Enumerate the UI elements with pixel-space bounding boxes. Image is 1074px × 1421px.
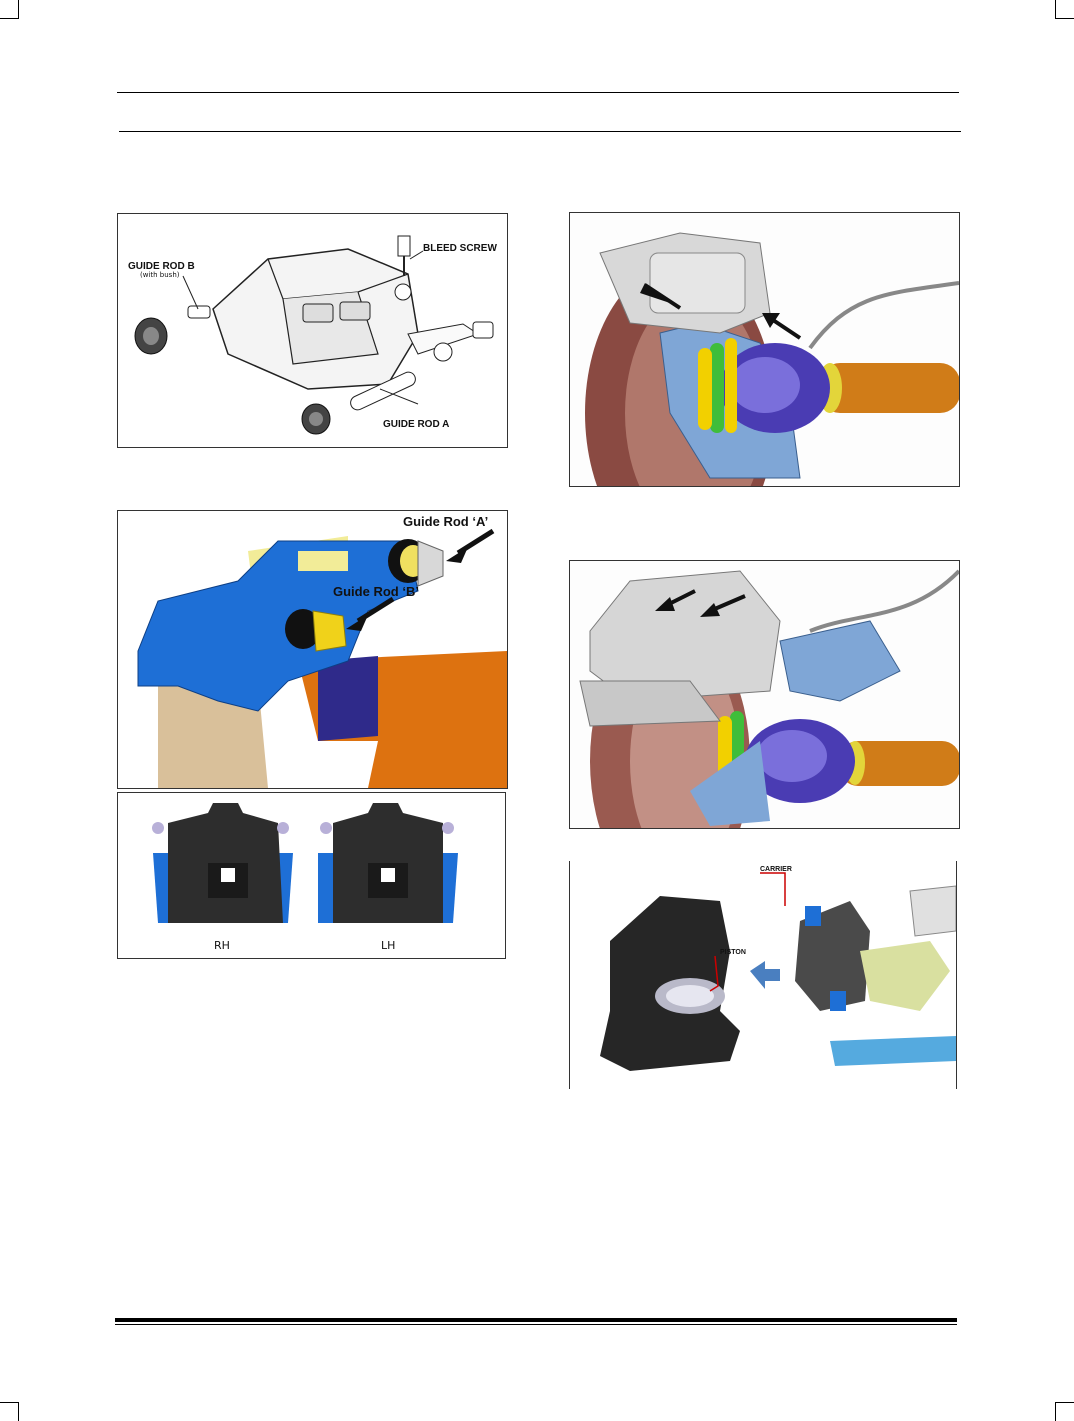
label-with-bush: (with bush) — [140, 271, 180, 279]
crop-mark-top-right — [1055, 0, 1074, 19]
header-rule-bottom — [119, 131, 961, 132]
crop-mark-top-left — [0, 0, 19, 19]
caliper-rh — [152, 803, 293, 923]
figure-caliper-mounted-render — [569, 560, 960, 829]
label-bleed-screw: BLEED SCREW — [423, 243, 497, 254]
label-guide-rod-b: GUIDE ROD B — [128, 261, 195, 272]
caliper-lh — [318, 803, 458, 923]
label-guide-rod-a: GUIDE ROD A — [383, 419, 449, 430]
caliper-piston-housing — [600, 896, 740, 1071]
figure-piston-carrier: CARRIER PISTON — [569, 861, 957, 1089]
figure-guide-rods-render: Guide Rod ‘A’ Guide Rod ‘B’ — [117, 510, 508, 789]
footer-rule-thick — [115, 1318, 957, 1322]
figure-caliper-line-drawing: GUIDE ROD B (with bush) BLEED SCREW GUID… — [117, 213, 508, 448]
header-rule-top — [117, 92, 959, 93]
label-guide-rod-a-render: Guide Rod ‘A’ — [403, 514, 488, 529]
footer-rule-thin — [115, 1324, 957, 1325]
figure-caliper-on-knuckle — [569, 212, 960, 487]
carrier-assembly — [795, 885, 956, 1066]
label-rh: RH — [214, 939, 230, 952]
crop-mark-bottom-left — [0, 1402, 19, 1421]
label-lh: LH — [381, 939, 395, 952]
label-piston: PISTON — [720, 949, 746, 956]
figure-rh-lh-calipers: RH LH — [117, 792, 506, 959]
label-guide-rod-b-render: Guide Rod ‘B’ — [333, 584, 419, 599]
label-carrier: CARRIER — [760, 866, 792, 873]
crop-mark-bottom-right — [1055, 1402, 1074, 1421]
